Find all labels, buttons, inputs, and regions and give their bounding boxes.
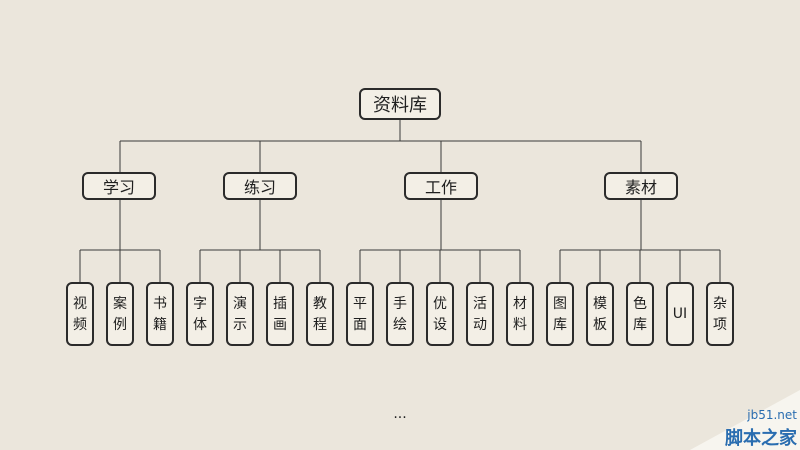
leaf-node: 视 频	[66, 282, 94, 346]
leaf-label: 视 频	[73, 295, 87, 333]
leaf-node: 图 库	[546, 282, 574, 346]
leaf-label: 字 体	[193, 295, 207, 333]
leaf-node: 模 板	[586, 282, 614, 346]
group-label: 工作	[424, 178, 457, 197]
group-label: 素材	[624, 178, 657, 197]
group-node-work: 工作	[404, 172, 478, 200]
leaf-node: 活 动	[466, 282, 494, 346]
leaf-label: 演 示	[233, 295, 247, 333]
leaf-node: 插 画	[266, 282, 294, 346]
leaf-label: 书 籍	[153, 295, 167, 333]
root-label: 资料库	[373, 95, 427, 116]
leaf-label: 杂 项	[713, 295, 727, 333]
leaf-node: 材 料	[506, 282, 534, 346]
leaf-node: 优 设	[426, 282, 454, 346]
leaf-node: 演 示	[226, 282, 254, 346]
leaf-node: 书 籍	[146, 282, 174, 346]
leaf-node: 案 例	[106, 282, 134, 346]
group-label: 学习	[102, 178, 135, 197]
leaf-label: 插 画	[273, 295, 287, 333]
leaf-node: 手 绘	[386, 282, 414, 346]
leaf-label: 优 设	[433, 295, 447, 333]
leaf-node: 教 程	[306, 282, 334, 346]
leaf-label: 平 面	[353, 295, 367, 333]
group-node-practice: 练习	[223, 172, 297, 200]
leaf-label: 案 例	[113, 295, 127, 333]
group-node-material: 素材	[604, 172, 678, 200]
leaf-label: 材 料	[513, 295, 527, 333]
page-curl	[690, 390, 800, 450]
leaf-node: UI	[666, 282, 694, 346]
leaf-label: 图 库	[553, 295, 567, 333]
leaf-label: 手 绘	[393, 295, 407, 333]
leaf-node: 平 面	[346, 282, 374, 346]
leaf-label: 色 库	[633, 295, 647, 333]
watermark-site: 脚本之家	[725, 428, 797, 449]
leaf-label: 教 程	[313, 295, 327, 333]
root-node: 资料库	[359, 88, 441, 120]
group-label: 练习	[243, 178, 276, 197]
leaf-label: 模 板	[593, 295, 607, 333]
leaf-label: UI	[672, 306, 688, 322]
leaf-node: 色 库	[626, 282, 654, 346]
leaf-node: 杂 项	[706, 282, 734, 346]
ellipsis-text: ...	[393, 406, 407, 422]
leaf-node: 字 体	[186, 282, 214, 346]
group-node-study: 学习	[82, 172, 156, 200]
leaf-label: 活 动	[473, 295, 487, 333]
watermark-url: jb51.net	[747, 408, 797, 422]
